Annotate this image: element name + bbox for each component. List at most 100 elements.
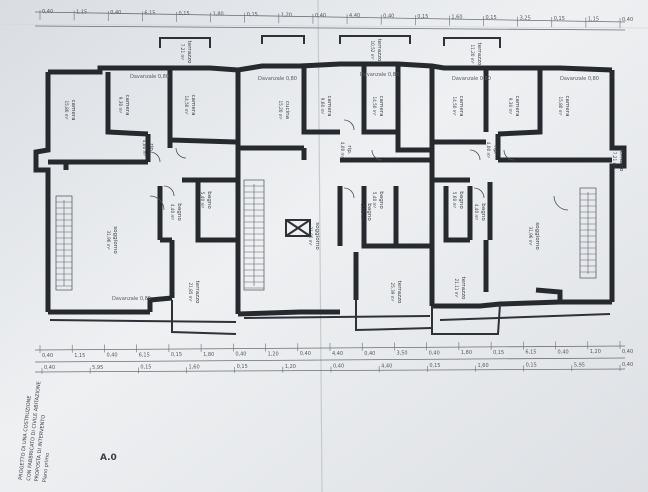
dimension-value: 0,40	[364, 351, 375, 357]
room-label: rip.4,00 m²	[340, 142, 352, 159]
dimension-value: 1,60	[189, 364, 200, 370]
dimension-value: 0,15	[554, 16, 565, 22]
dimension-value: 0,40	[315, 13, 326, 19]
dimension-value: 3,50	[396, 351, 407, 357]
sheet-code: A.0	[100, 453, 117, 463]
room-area: 9,60 m²	[320, 98, 325, 115]
sill-note: Davanzale 0,80	[560, 76, 599, 82]
room-area: 25,39 m²	[390, 282, 395, 301]
room-name: camera	[564, 95, 570, 116]
dimension-value: 1,60	[451, 15, 462, 21]
sill-note: Davanzale 0,80	[360, 72, 399, 78]
sill-note: Davanzale 0,80	[452, 76, 491, 82]
dimension-value: 0,40	[383, 14, 394, 20]
dimension-value: 0,40	[622, 362, 633, 368]
dimension-value: 6,15	[139, 352, 150, 358]
room-area: 15,80 m²	[64, 100, 69, 119]
dimension-value: 0,40	[42, 353, 53, 359]
dimension-value: 1,15	[588, 17, 599, 23]
dimension-value: 0,40	[622, 349, 633, 355]
dimension-value: 6,15	[144, 10, 155, 16]
interior-walls-right-unit	[434, 68, 612, 292]
dimension-value: 0,15	[429, 363, 440, 369]
dimension-value: 0,15	[237, 364, 248, 370]
dimension-value: 0,40	[300, 351, 311, 357]
dimension-value: 1,60	[478, 363, 489, 369]
room-name: terrazzo	[186, 41, 192, 64]
room-area: 4,40 m²	[474, 204, 479, 221]
room-area: 9,30 m²	[118, 97, 123, 114]
room-area: 5,40 m²	[372, 192, 377, 209]
room-name: soggiorno	[534, 222, 540, 250]
room-area: 10,52 m²	[370, 40, 375, 59]
room-area: 14,50 m²	[372, 96, 377, 115]
dimension-value: 4,40	[332, 351, 343, 357]
room-name: bagno	[176, 203, 182, 221]
dimension-value: 0,40	[558, 349, 569, 355]
room-name: bagno	[378, 191, 384, 209]
room-name: bagno	[366, 203, 372, 221]
dimension-value: 0,40	[333, 364, 344, 370]
dimension-value: 1,80	[461, 350, 472, 356]
room-name: bagno	[206, 191, 212, 209]
elevator-shaft	[285, 219, 311, 237]
room-area: 7,21 m²	[612, 152, 617, 169]
dimension-value: 0,40	[429, 350, 440, 356]
room-area: 5,60 m²	[452, 192, 457, 209]
exterior-walls	[33, 61, 627, 317]
dimension-value: 1,20	[268, 351, 279, 357]
dimension-value: 0,40	[106, 353, 117, 359]
room-name: terrazzo	[376, 39, 382, 62]
dimension-value: 4,40	[349, 13, 360, 19]
party-walls	[235, 66, 435, 314]
room-area: 15,20 m²	[278, 100, 283, 119]
door-swings	[149, 119, 569, 211]
room-name: terrazzo	[618, 149, 624, 172]
room-name: camera	[514, 95, 520, 116]
dimension-value: 5,95	[92, 365, 103, 371]
room-name: camera	[378, 95, 384, 116]
dimension-value: 1,80	[213, 11, 224, 17]
dimension-value: 1,20	[285, 364, 296, 370]
dimension-value: 0,40	[235, 352, 246, 358]
room-name: bagno	[458, 191, 464, 209]
room-area: 9,30 m²	[508, 98, 513, 115]
room-name: bagno	[480, 203, 486, 221]
room-name: terrazzo	[396, 281, 402, 304]
room-area: 4,00 m²	[486, 142, 491, 159]
dimension-value: 1,15	[76, 9, 87, 15]
room-name: rip.	[346, 145, 352, 154]
title-block-line: Piano primo	[42, 453, 51, 483]
dimension-value: 0,15	[526, 363, 537, 369]
room-name: soggiorno	[112, 226, 118, 254]
room-name: camera	[70, 99, 76, 120]
room-name: camera	[190, 94, 196, 115]
dimension-value: 6,15	[525, 350, 536, 356]
room-label: rip.4,00 m²	[486, 142, 498, 159]
dimension-value: 3,25	[520, 16, 531, 22]
room-area: 7,21 m²	[180, 44, 185, 61]
dimension-value: 0,15	[140, 365, 151, 371]
terrace-railings	[49, 300, 611, 335]
dimension-value: 0,15	[486, 15, 497, 21]
room-label: rip.4,00 m²	[142, 140, 154, 157]
